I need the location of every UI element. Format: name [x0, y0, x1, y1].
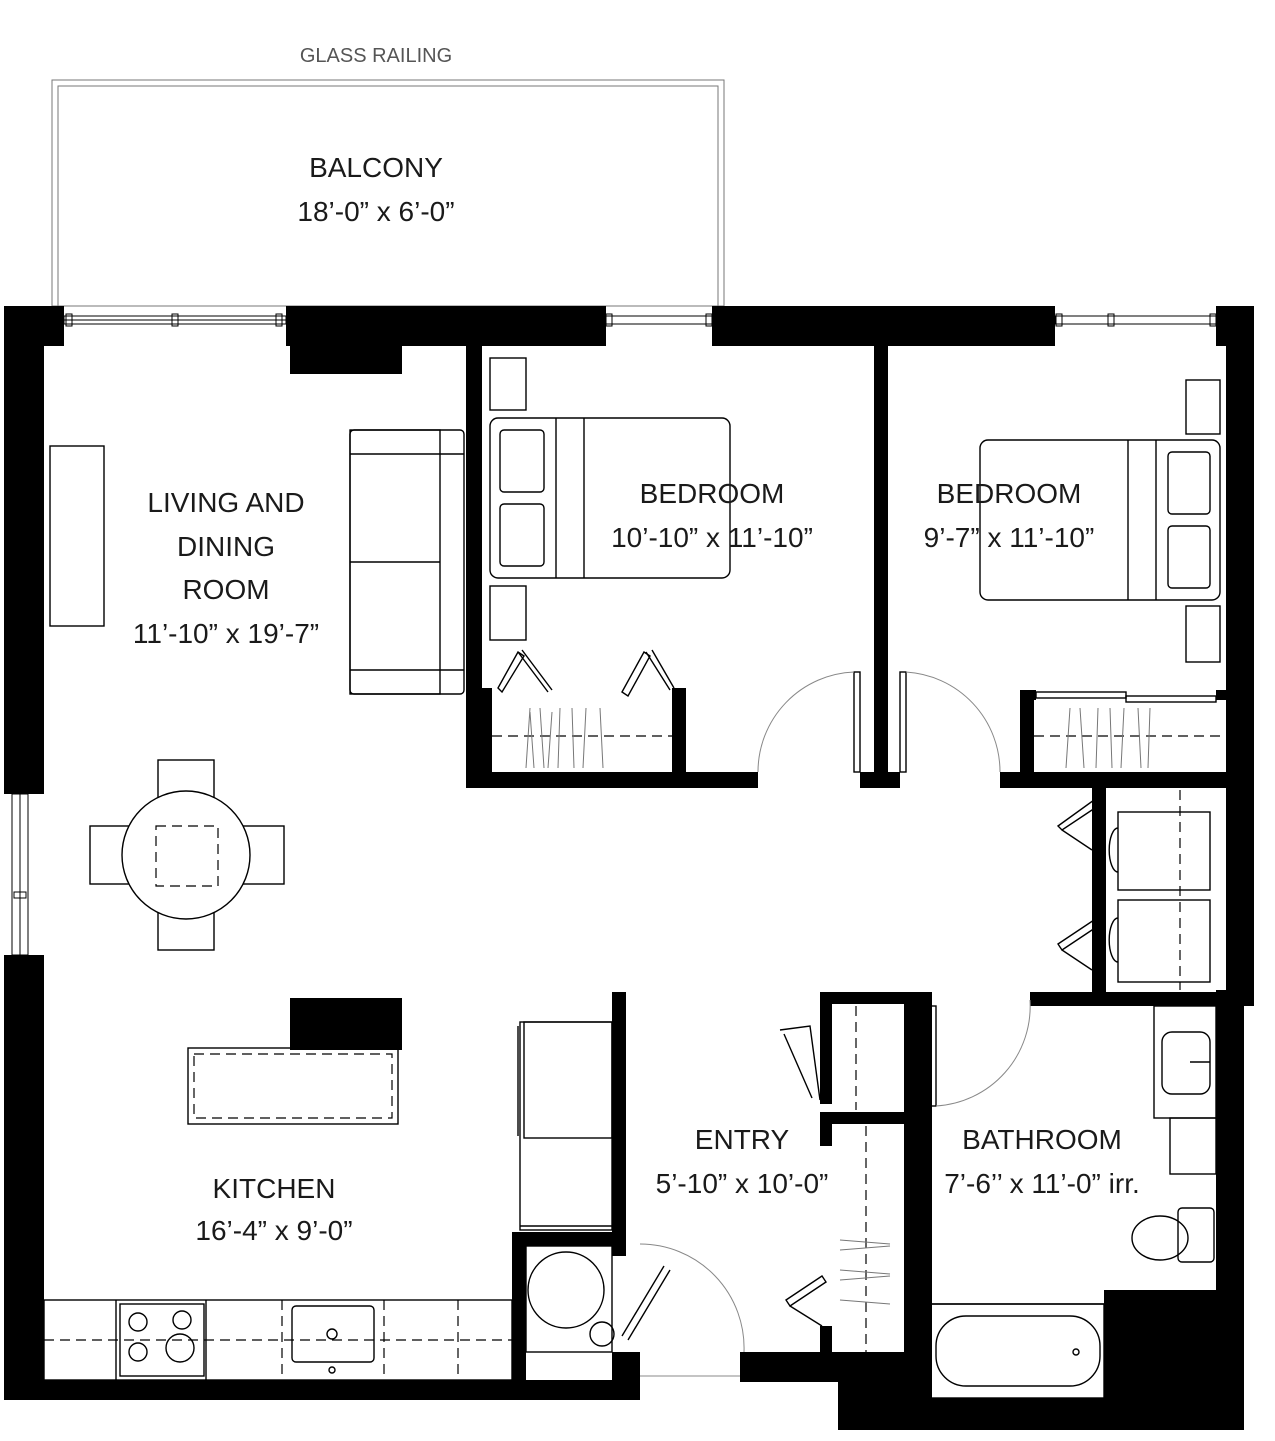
furniture	[43, 357, 1226, 1399]
bathroom-fixtures	[927, 1005, 1217, 1399]
toilet-tank	[1177, 1207, 1215, 1263]
vanity-sink	[1161, 1031, 1211, 1095]
exterior-walls	[4, 306, 1254, 1430]
refrigerator	[517, 1021, 613, 1231]
entry-name: ENTRY	[695, 1124, 790, 1155]
bed-2	[979, 379, 1221, 663]
bedroom-2-name: BEDROOM	[937, 478, 1082, 509]
bedroom-1-name: BEDROOM	[640, 478, 785, 509]
kitchen-name: KITCHEN	[213, 1173, 336, 1204]
living-name-2: DINING	[177, 531, 275, 562]
closet-2	[1034, 691, 1226, 769]
living-name-3: ROOM	[182, 574, 269, 605]
closet-1	[492, 649, 675, 769]
bathroom-name: BATHROOM	[962, 1124, 1122, 1155]
balcony	[51, 79, 725, 307]
windows	[11, 313, 1217, 956]
bed-1	[489, 357, 731, 641]
living-size: 11’-10” x 19’-7”	[133, 618, 319, 649]
doors	[621, 671, 1031, 1377]
hall-closets	[1056, 790, 1211, 990]
toilet-bowl	[1131, 1215, 1189, 1261]
labels: GLASS RAILING BALCONY 18’-0” x 6’-0” LIV…	[133, 45, 1140, 1246]
entry-closet	[785, 1006, 891, 1352]
kitchen-sink	[291, 1305, 375, 1363]
sofa	[349, 429, 465, 695]
glass-railing-label: GLASS RAILING	[300, 45, 452, 67]
console-table	[49, 445, 105, 627]
washer-dryer	[525, 1245, 615, 1353]
kitchen-size: 16’-4” x 9’-0”	[195, 1215, 352, 1246]
bedroom-2-size: 9’-7” x 11’-10”	[924, 522, 1095, 553]
dining-table	[89, 759, 285, 951]
glass-railing-outer	[51, 79, 725, 307]
bathroom-size: 7’-6’’ x 11’-0” irr.	[944, 1168, 1140, 1199]
living-name-1: LIVING AND	[147, 487, 304, 518]
kitchen-counter	[43, 1299, 513, 1381]
cooktop	[119, 1303, 205, 1377]
interior-walls	[466, 346, 1226, 1398]
entry-size: 5’-10” x 10’-0”	[656, 1168, 829, 1199]
bedroom-1-size: 10’-10” x 11’-10”	[611, 522, 813, 553]
balcony-name: BALCONY	[309, 152, 443, 183]
balcony-size: 18’-0” x 6’-0”	[297, 196, 454, 227]
kitchen-island	[187, 1047, 399, 1125]
